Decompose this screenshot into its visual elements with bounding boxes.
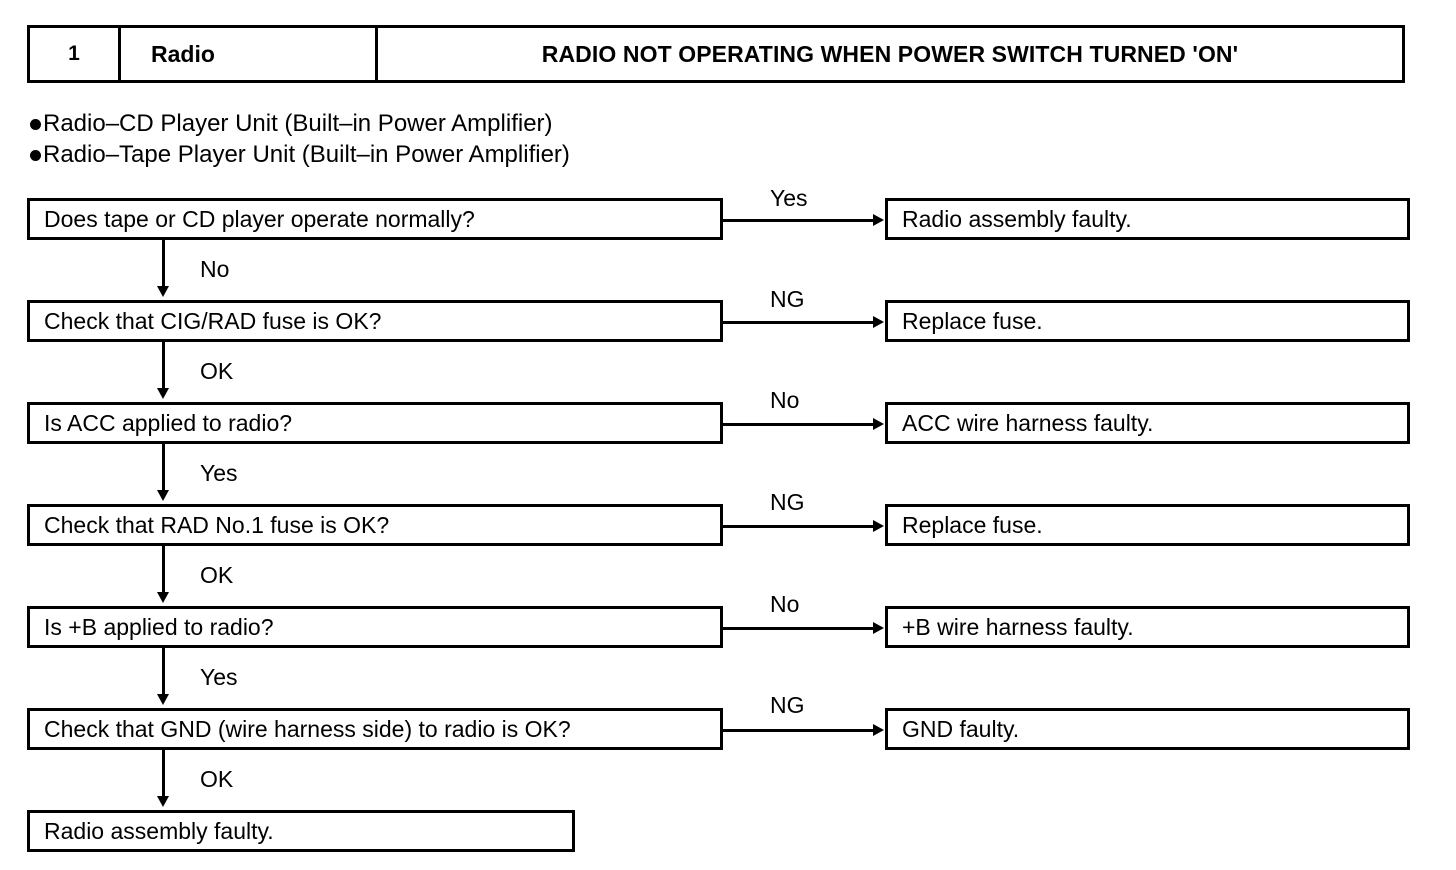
header-component-cell: Radio [121, 28, 378, 80]
list-item-label: Radio–CD Player Unit (Built–in Power Amp… [43, 110, 553, 137]
flow-arrow-head-icon [157, 286, 169, 297]
flow-branch-label: OK [200, 766, 234, 792]
branch-arrow-head-icon [873, 316, 884, 328]
list-item-label: Radio–Tape Player Unit (Built–in Power A… [43, 141, 570, 168]
branch-connector-line [723, 525, 875, 528]
flow-branch-label: Yes [200, 664, 238, 690]
flow-result-box: Replace fuse. [885, 504, 1410, 546]
flow-branch-label: OK [200, 562, 234, 588]
header-title-cell: RADIO NOT OPERATING WHEN POWER SWITCH TU… [541, 40, 1239, 67]
branch-label: No [770, 387, 800, 413]
flow-connector-line [162, 342, 165, 390]
flow-result-box: +B wire harness faulty. [885, 606, 1410, 648]
branch-arrow-head-icon [873, 724, 884, 736]
flow-terminal-box: Radio assembly faulty. [27, 810, 575, 852]
flow-question-box: Is +B applied to radio? [27, 606, 723, 648]
flow-branch-label: OK [200, 358, 234, 384]
branch-label: NG [770, 286, 805, 312]
flow-connector-line [162, 546, 165, 594]
branch-arrow-head-icon [873, 622, 884, 634]
branch-label: NG [770, 692, 805, 718]
flow-connector-line [162, 750, 165, 798]
header-number-cell: 1 [30, 28, 121, 80]
branch-connector-line [723, 219, 875, 222]
flow-branch-label: No [200, 256, 230, 282]
branch-label: No [770, 591, 800, 617]
flow-result-box: ACC wire harness faulty. [885, 402, 1410, 444]
branch-arrow-head-icon [873, 520, 884, 532]
flow-question-box: Is ACC applied to radio? [27, 402, 723, 444]
flow-result-box: Radio assembly faulty. [885, 198, 1410, 240]
list-item: Radio–CD Player Unit (Built–in Power Amp… [30, 108, 570, 139]
branch-connector-line [723, 729, 875, 732]
flow-arrow-head-icon [157, 388, 169, 399]
bullet-dot-icon [30, 150, 41, 161]
flow-connector-line [162, 648, 165, 696]
flow-question-box: Does tape or CD player operate normally? [27, 198, 723, 240]
flow-result-box: GND faulty. [885, 708, 1410, 750]
header-table: 1 Radio RADIO NOT OPERATING WHEN POWER S… [27, 25, 1405, 83]
flow-question-box: Check that GND (wire harness side) to ra… [27, 708, 723, 750]
flow-branch-label: Yes [200, 460, 238, 486]
branch-connector-line [723, 321, 875, 324]
flow-question-box: Check that CIG/RAD fuse is OK? [27, 300, 723, 342]
branch-connector-line [723, 423, 875, 426]
branch-arrow-head-icon [873, 418, 884, 430]
list-item: Radio–Tape Player Unit (Built–in Power A… [30, 139, 570, 170]
flow-arrow-head-icon [157, 796, 169, 807]
branch-label: Yes [770, 185, 808, 211]
flow-connector-line [162, 240, 165, 288]
flow-result-box: Replace fuse. [885, 300, 1410, 342]
flow-arrow-head-icon [157, 592, 169, 603]
flow-question-box: Check that RAD No.1 fuse is OK? [27, 504, 723, 546]
unit-list: Radio–CD Player Unit (Built–in Power Amp… [30, 108, 570, 170]
flow-arrow-head-icon [157, 694, 169, 705]
branch-label: NG [770, 489, 805, 515]
flow-arrow-head-icon [157, 490, 169, 501]
branch-arrow-head-icon [873, 214, 884, 226]
branch-connector-line [723, 627, 875, 630]
bullet-dot-icon [30, 119, 41, 130]
flow-connector-line [162, 444, 165, 492]
